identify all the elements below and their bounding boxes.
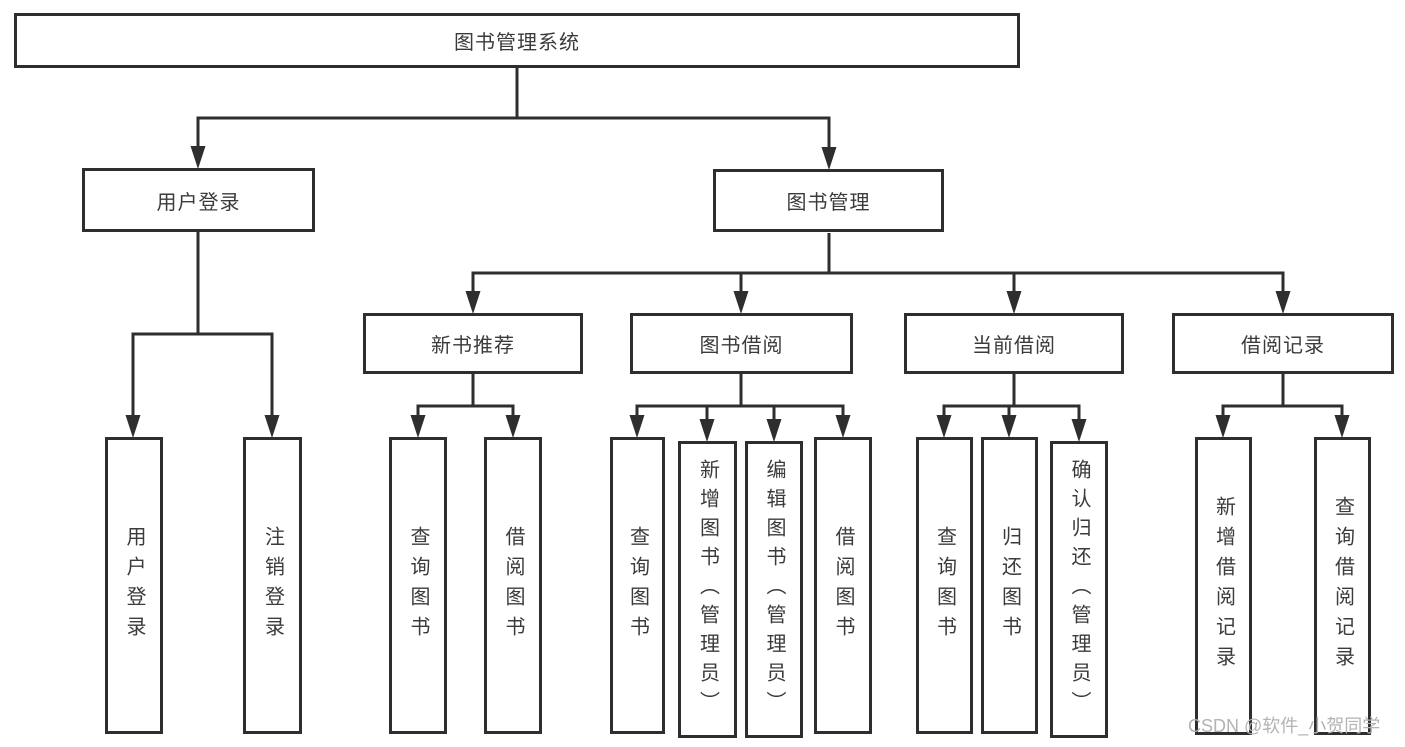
watermark: CSDN @软件_小贺同学 <box>1188 716 1381 736</box>
node-book-management-label: 图书管理 <box>786 192 871 214</box>
leaf-return-book-label: 归还图书 <box>998 525 1021 646</box>
leaf-query-book-borrow-label: 查询图书 <box>626 525 649 646</box>
node-current-borrow-label: 当前借阅 <box>972 335 1056 357</box>
node-book-borrow: 图书借阅 <box>630 313 853 374</box>
node-current-borrow: 当前借阅 <box>904 313 1124 374</box>
leaf-borrow-book: 借阅图书 <box>814 437 872 734</box>
connector-login-to-leaves <box>125 232 280 438</box>
leaf-user-login-label: 用户登录 <box>123 525 145 646</box>
connector-root-to-level2 <box>190 68 837 170</box>
leaf-query-book-recommend: 查询图书 <box>389 437 447 734</box>
leaf-add-borrow-record-label: 新增借阅记录 <box>1212 496 1235 676</box>
leaf-query-book-current: 查询图书 <box>916 437 973 734</box>
connector-mgmt-to-level3 <box>465 233 1291 314</box>
node-root: 图书管理系统 <box>14 13 1020 68</box>
leaf-edit-book-admin: 编辑图书（管理员） <box>745 441 803 738</box>
leaf-query-borrow-record-label: 查询借阅记录 <box>1331 496 1354 676</box>
node-user-login-label: 用户登录 <box>156 191 241 214</box>
leaf-add-book-admin-label: 新增图书（管理员） <box>696 459 719 720</box>
leaf-query-book-recommend-label: 查询图书 <box>407 525 429 646</box>
node-new-book-recommend: 新书推荐 <box>363 313 583 374</box>
connector-current-to-leaves <box>936 374 1087 442</box>
connector-record-to-leaves <box>1215 374 1350 438</box>
leaf-return-book: 归还图书 <box>981 437 1038 734</box>
node-new-book-recommend-label: 新书推荐 <box>431 335 515 357</box>
leaf-borrow-book-label: 借阅图书 <box>832 525 854 646</box>
leaf-borrow-book-recommend-label: 借阅图书 <box>502 525 524 646</box>
leaf-borrow-book-recommend: 借阅图书 <box>484 437 542 734</box>
leaf-user-login: 用户登录 <box>105 437 163 734</box>
node-book-management: 图书管理 <box>713 169 944 232</box>
node-borrow-record-label: 借阅记录 <box>1241 335 1325 357</box>
leaf-logout: 注销登录 <box>243 437 302 734</box>
leaf-query-borrow-record: 查询借阅记录 <box>1314 437 1371 735</box>
leaf-query-book-current-label: 查询图书 <box>933 525 956 646</box>
leaf-confirm-return-admin: 确认归还（管理员） <box>1050 441 1108 738</box>
leaf-confirm-return-admin-label: 确认归还（管理员） <box>1068 459 1090 720</box>
connector-newbook-to-leaves <box>410 374 521 438</box>
node-book-borrow-label: 图书借阅 <box>699 335 784 357</box>
leaf-edit-book-admin-label: 编辑图书（管理员） <box>763 459 785 720</box>
connector-borrow-to-leaves <box>629 374 851 442</box>
node-root-label: 图书管理系统 <box>454 32 580 54</box>
leaf-add-book-admin: 新增图书（管理员） <box>678 441 737 738</box>
leaf-query-book-borrow: 查询图书 <box>610 437 665 734</box>
node-user-login: 用户登录 <box>82 168 315 232</box>
leaf-logout-label: 注销登录 <box>261 525 284 646</box>
node-borrow-record: 借阅记录 <box>1172 313 1394 374</box>
leaf-add-borrow-record: 新增借阅记录 <box>1195 437 1252 735</box>
